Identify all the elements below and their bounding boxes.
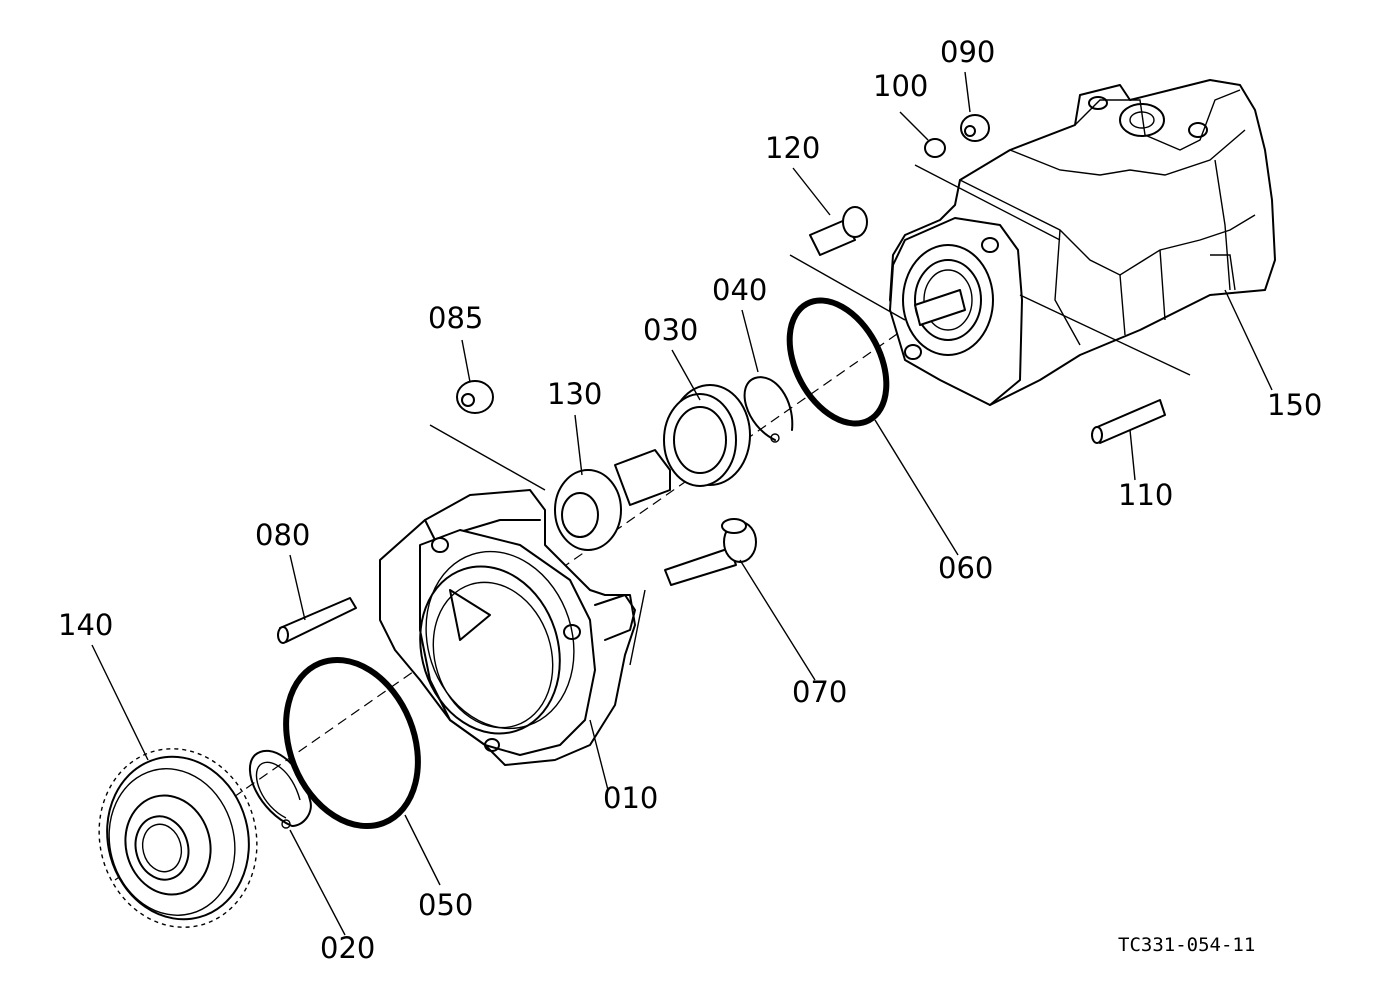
stud-080 (277, 597, 357, 644)
callout-010: 010 (603, 781, 658, 815)
callout-090: 090 (940, 35, 995, 69)
callout-140: 140 (58, 608, 113, 642)
callout-120: 120 (765, 131, 820, 165)
callout-040: 040 (712, 273, 767, 307)
pump-body-150 (889, 79, 1276, 406)
callout-050: 050 (418, 888, 473, 922)
callout-085: 085 (428, 301, 483, 335)
callout-030: 030 (643, 313, 698, 347)
nut-090 (960, 114, 990, 142)
callout-110: 110 (1118, 478, 1173, 512)
o-ring-060 (786, 297, 890, 427)
bolt-070 (664, 518, 757, 586)
callout-070: 070 (792, 675, 847, 709)
leader-lines (91, 71, 1273, 936)
callout-100: 100 (873, 69, 928, 103)
callout-080: 080 (255, 518, 310, 552)
gear-shaft-130 (554, 449, 671, 551)
bearing-030 (663, 384, 751, 487)
nut-085 (456, 380, 494, 414)
callout-130: 130 (547, 377, 602, 411)
washer-100 (924, 138, 946, 158)
snap-ring-040 (743, 376, 794, 443)
stud-110 (1091, 399, 1166, 444)
callout-020: 020 (320, 931, 375, 965)
housing-010 (379, 489, 636, 766)
callout-060: 060 (938, 551, 993, 585)
callout-150: 150 (1267, 388, 1322, 422)
drawing-code: TC331-054-11 (1118, 934, 1255, 956)
o-ring-050 (283, 656, 421, 830)
callout-labels: 010 020 030 040 050 060 070 080 085 090 … (58, 35, 1322, 965)
fitting-120 (809, 206, 868, 256)
gear-140 (98, 748, 258, 928)
snap-ring-020 (249, 749, 312, 829)
